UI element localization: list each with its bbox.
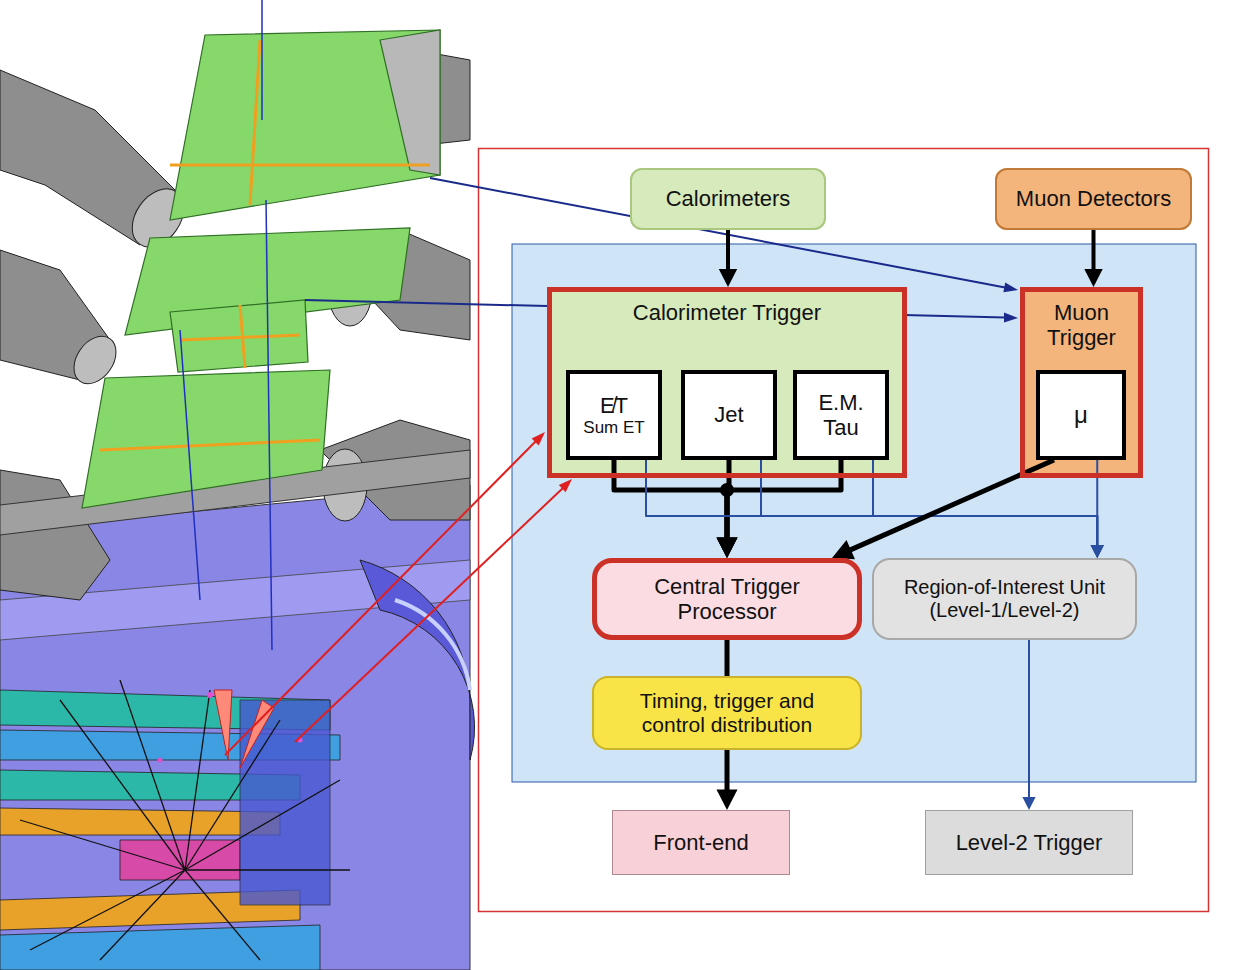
connector-line	[726, 230, 730, 273]
arrowhead	[717, 790, 738, 811]
box-label: Calorimeter Trigger	[633, 300, 821, 325]
connector	[719, 230, 737, 287]
arrowhead	[717, 538, 738, 559]
arrowhead	[1091, 545, 1104, 558]
box-label: Timing, trigger and control distribution	[614, 689, 840, 737]
connector-line	[725, 750, 730, 794]
box-label: Muon Detectors	[1016, 186, 1171, 211]
box-label: Level-2 Trigger	[956, 830, 1103, 855]
processor-box: Region-of-Interest Unit (Level-1/Level-2…	[872, 558, 1137, 640]
input-box: Muon Detectors	[995, 168, 1192, 230]
arrowhead	[1091, 545, 1104, 558]
logic-box: E̸TSum ET	[566, 370, 662, 460]
arrowhead	[717, 538, 738, 559]
leader-arrow	[225, 178, 1018, 755]
arrowhead	[832, 540, 855, 559]
trigger-box: Calorimeter TriggerE̸TSum ET Jet E.M. Tau	[547, 287, 907, 478]
trigger-box: Muon Trigger μ	[1020, 287, 1143, 478]
arrowhead	[717, 538, 738, 559]
processor-box: Central Trigger Processor	[592, 558, 862, 640]
box-label: Sum ET	[583, 418, 644, 438]
box-label: μ	[1074, 401, 1088, 429]
output-box: Level-2 Trigger	[925, 810, 1133, 875]
box-label: E̸T	[600, 393, 628, 418]
input-box: Calorimeters	[630, 168, 826, 230]
detector-illustration	[0, 0, 475, 970]
connector-line	[1092, 230, 1096, 273]
box-label: Front-end	[653, 830, 748, 855]
connector	[1022, 640, 1035, 810]
connector-line	[727, 460, 841, 542]
connector-line	[1028, 640, 1030, 800]
arrowhead	[1091, 545, 1104, 558]
connector	[717, 750, 738, 810]
arrowhead	[1091, 545, 1104, 558]
connector	[727, 640, 728, 676]
junction-dot	[720, 483, 734, 497]
logic-box: Jet	[681, 370, 777, 460]
box-label: Region-of-Interest Unit (Level-1/Level-2…	[880, 576, 1129, 622]
processor-box: Timing, trigger and control distribution	[592, 676, 862, 750]
level1-region	[512, 244, 1196, 782]
logic-box: μ	[1036, 370, 1126, 460]
box-label: E.M. Tau	[811, 390, 871, 441]
box-label: Central Trigger Processor	[617, 574, 837, 625]
connector-line	[614, 460, 727, 542]
box-label: Calorimeters	[666, 186, 791, 211]
box-label: Jet	[714, 402, 743, 427]
arrowhead	[1084, 269, 1102, 287]
output-box: Front-end	[612, 810, 790, 875]
connector	[1084, 230, 1102, 287]
logic-box: E.M. Tau	[793, 370, 889, 460]
connector-line	[725, 640, 730, 676]
outer-frame	[479, 149, 1209, 912]
arrowhead	[1022, 797, 1035, 810]
arrowhead	[719, 269, 737, 287]
box-label: Muon Trigger	[1031, 300, 1132, 351]
